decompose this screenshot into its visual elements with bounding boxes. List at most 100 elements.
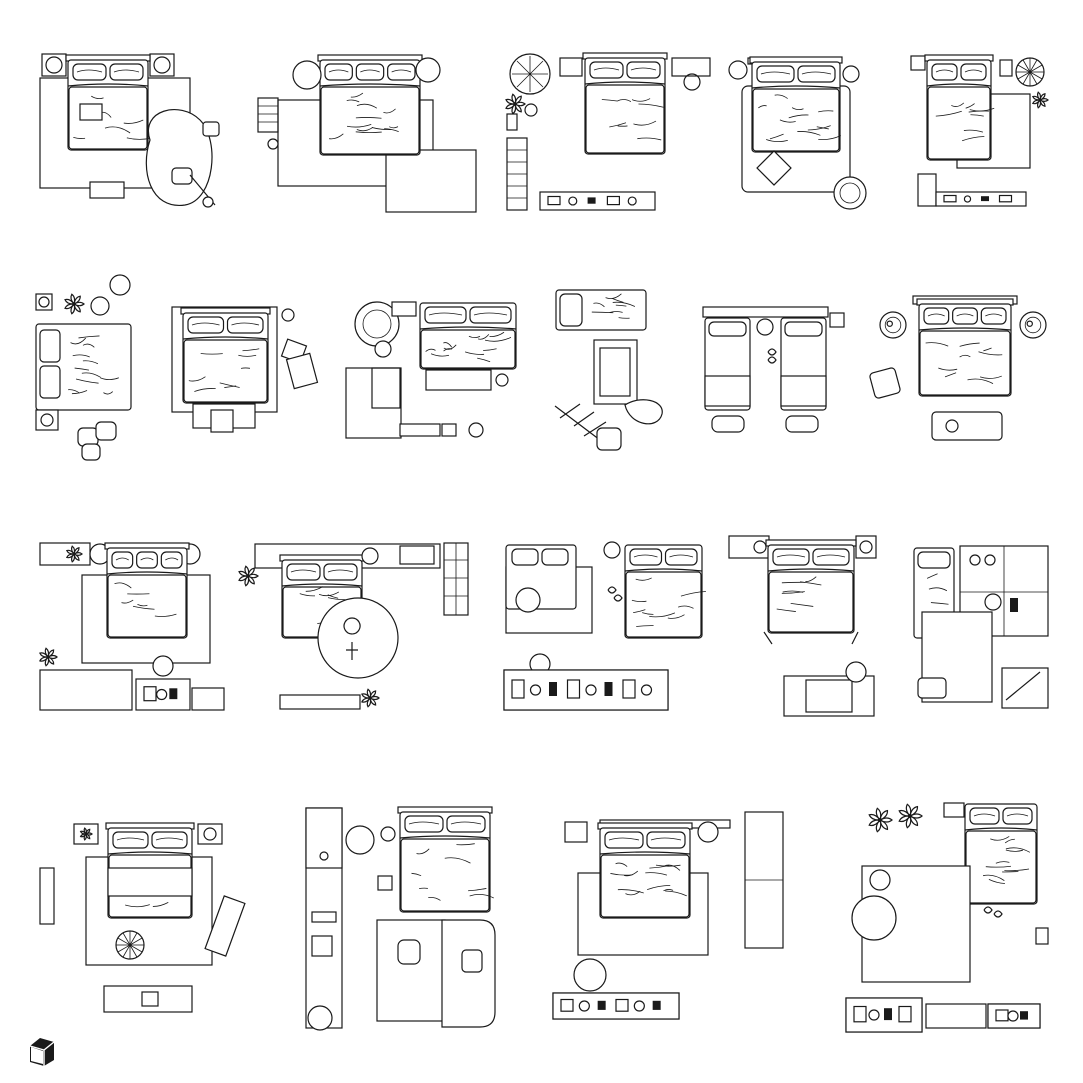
laptop-icon — [853, 1005, 867, 1023]
pillow-crease — [450, 821, 482, 825]
pillow-crease — [140, 557, 154, 561]
blanket-wrinkle — [665, 890, 687, 897]
laptop-icon — [547, 195, 561, 206]
bed — [749, 56, 843, 153]
pillow — [160, 551, 183, 569]
table-inner — [1024, 316, 1042, 334]
blanket-wrinkle — [985, 865, 1012, 868]
blanket-wrinkle — [318, 591, 340, 597]
pillow-crease — [428, 312, 463, 316]
blanket-wrinkle — [591, 311, 614, 314]
nightstand — [910, 55, 926, 71]
blanket-fold — [182, 336, 269, 340]
pillow-crease — [816, 554, 846, 558]
shelf — [917, 173, 937, 207]
rug-centre — [599, 347, 631, 397]
blanket-wrinkle — [663, 889, 674, 892]
blanket-wrinkle — [82, 360, 99, 365]
blanket-wrinkle — [350, 92, 364, 98]
pouf — [596, 427, 622, 451]
blanket-wrinkle — [73, 137, 86, 139]
bed — [765, 539, 857, 634]
blanket-wrinkle — [299, 593, 316, 597]
blanket-wrinkle — [443, 348, 453, 352]
blanket-wrinkle — [327, 597, 346, 601]
lamp-icon — [45, 56, 63, 74]
pillow-crease — [760, 71, 791, 75]
bedroom-layout-16 — [913, 545, 1049, 709]
blanket-wrinkle — [327, 594, 339, 599]
pillow-crease — [964, 69, 983, 73]
blanket-wrinkle — [75, 378, 99, 384]
blanket-wrinkle — [776, 608, 796, 612]
blanket-wrinkle — [928, 587, 948, 592]
pillow — [323, 563, 358, 581]
blanket-wrinkle — [81, 372, 101, 378]
blanket-wrinkle — [456, 843, 475, 846]
pillow — [708, 321, 747, 337]
pillow — [559, 293, 583, 327]
blanket-tassels — [763, 631, 859, 645]
blanket-wrinkle — [1005, 849, 1023, 852]
table-inner — [884, 316, 902, 334]
mug-icon — [633, 1000, 645, 1012]
blanket-wrinkle — [137, 604, 148, 607]
chair — [345, 825, 375, 855]
leaf — [85, 828, 91, 835]
pillow — [604, 831, 644, 849]
pillow — [111, 551, 134, 569]
blanket-wrinkle — [468, 335, 481, 339]
blanket-wrinkle — [791, 107, 804, 111]
bed — [104, 542, 190, 639]
leaf — [73, 547, 80, 555]
round-rug-line — [117, 944, 131, 953]
blanket-wrinkle — [611, 298, 624, 303]
desk — [345, 367, 402, 439]
plant-pot — [46, 655, 50, 659]
lamp-icon — [603, 541, 621, 559]
blanket-wrinkle — [103, 391, 113, 395]
deck-chair — [204, 895, 246, 957]
blanket-wrinkle — [779, 119, 796, 123]
blanket-wrinkle — [610, 873, 633, 876]
bedroom-layout-19 — [552, 811, 784, 1020]
lamp-icon — [753, 540, 767, 554]
nightstand-top — [35, 293, 53, 311]
blanket-wrinkle — [484, 337, 512, 342]
cushion — [171, 167, 193, 185]
blanket-wrinkle — [678, 605, 694, 609]
pillow — [226, 316, 264, 334]
blanket-wrinkle — [91, 95, 104, 100]
chair — [371, 367, 401, 409]
blanket-wrinkle — [615, 862, 628, 867]
logo-cube-face — [31, 1047, 43, 1064]
mug-icon — [529, 684, 542, 696]
mug-icon — [627, 196, 637, 206]
bedroom-layout-02 — [257, 54, 477, 213]
round-rug-line — [1022, 59, 1031, 73]
pillow — [960, 63, 987, 81]
blanket-wrinkle — [649, 612, 676, 618]
blanket-wrinkle — [356, 103, 378, 109]
blanket-wrinkle — [443, 342, 453, 348]
pillow-crease — [1006, 813, 1029, 817]
blanket-wrinkle — [121, 599, 134, 604]
blanket — [752, 88, 840, 152]
cushion — [81, 443, 101, 461]
lamp-icon — [40, 413, 54, 427]
blanket-wrinkle — [1002, 871, 1019, 873]
blanket-wrinkle — [464, 351, 485, 355]
blanket-wrinkle — [104, 126, 131, 134]
blanket-wrinkle — [389, 126, 399, 129]
plant-pot — [1038, 98, 1042, 102]
blanket-wrinkle — [618, 317, 630, 319]
blanket-wrinkle — [961, 136, 985, 142]
blanket-fold — [918, 327, 1012, 331]
lounge-chair-seat — [839, 182, 861, 204]
round-rug-line — [1029, 71, 1038, 85]
desk — [845, 997, 923, 1033]
blanket-wrinkle — [790, 602, 814, 607]
blanket-fold — [624, 568, 703, 572]
desk — [987, 1003, 1041, 1029]
pillow — [772, 548, 810, 566]
